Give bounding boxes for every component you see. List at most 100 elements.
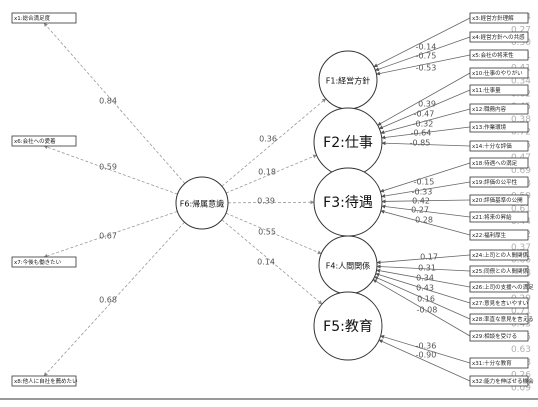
item-box-F3-2	[469, 194, 529, 206]
item-label-F3-0: x18:待遇への満足	[472, 159, 518, 167]
factor-label-F3: F3:待遇	[323, 195, 373, 211]
path-f6-to-F2	[225, 154, 317, 194]
loading-label-x6: 0.59	[99, 163, 117, 172]
path-F4-item-2	[376, 268, 471, 288]
item-label-F3-1: x19:評価の公平性	[472, 178, 518, 186]
path-F3-item-4	[380, 209, 471, 236]
item-box-F2-0	[469, 67, 529, 79]
factor-node-F5	[313, 291, 383, 361]
loading-label-F3-2: 0.42	[412, 197, 430, 206]
edges	[43, 17, 471, 382]
path-f6-to-x7	[43, 211, 178, 258]
loading-label-F4-1: 0.31	[418, 264, 436, 273]
loading-label-F2-0: 0.39	[418, 100, 436, 109]
loading-label-F2-1: -0.47	[414, 110, 435, 119]
error-variance-value: 0.71	[511, 307, 531, 317]
error-variance-value: 0.43	[511, 320, 531, 330]
path-F5-item-0	[380, 334, 471, 364]
item-box-F3-4	[469, 229, 529, 241]
error-variance-value: 0.69	[511, 166, 531, 176]
path-F2-item-3	[381, 126, 471, 140]
item-label-F3-4: x22:福利厚生	[472, 231, 507, 239]
factor-label-F5: F5:教育	[323, 319, 373, 335]
item-box-F2-3	[469, 121, 529, 133]
item-label-F5-1: x32:能力を伸ばせる機会	[472, 377, 534, 385]
path-F2-item-4	[381, 141, 471, 147]
path-F4-item-4	[374, 276, 471, 320]
indicator-box-x1	[11, 12, 77, 24]
coefficient-labels: 0.840.590.670.680.36-0.14-0.75-0.530.180…	[99, 43, 438, 360]
loading-label-F4-2: 0.34	[416, 274, 434, 283]
item-box-F3-0	[469, 157, 529, 169]
path-f6-to-F5	[221, 219, 323, 305]
item-box-F1-0	[469, 12, 529, 24]
loading-label-F1-2: -0.53	[416, 64, 437, 73]
item-label-F4-0: x24:上司との人間関係	[472, 251, 529, 259]
indicator-label-x8: x8:他人に自社を薦めたい	[14, 377, 78, 385]
error-variance-value: 0.09	[511, 384, 531, 394]
factor-label-F4: F4:人間関係	[326, 262, 370, 271]
item-label-F4-5: x29:相談を受ける	[472, 332, 517, 340]
indicator-label-x1: x1:総合満足度	[14, 14, 51, 22]
indicator-box-x7	[11, 256, 77, 268]
path-F2-item-0	[377, 72, 471, 126]
error-variance-value: 0.63	[511, 345, 531, 355]
item-label-F2-0: x10:仕事のやりがい	[472, 69, 523, 77]
item-label-F2-1: x11:仕事量	[472, 86, 501, 94]
item-box-F5-0	[469, 357, 529, 369]
path-coefficient-F4: 0.55	[258, 228, 276, 237]
path-f6-to-F4	[225, 212, 322, 255]
loading-label-F4-5: -0.08	[417, 306, 438, 315]
path-F3-item-1	[381, 181, 471, 198]
path-F1-item-2	[376, 54, 471, 76]
indicator-label-x7: x7:今後も働きたい	[14, 258, 62, 266]
item-box-F4-5	[469, 330, 529, 342]
path-coefficient-F3: 0.39	[257, 197, 275, 206]
item-box-F4-3	[469, 297, 529, 309]
loading-label-F3-3: 0.27	[411, 206, 429, 215]
loading-label-F4-3: 0.43	[416, 284, 434, 293]
path-F3-item-2	[381, 199, 471, 204]
path-F3-item-3	[381, 204, 471, 218]
loading-label-x7: 0.67	[99, 232, 117, 241]
item-box-F4-1	[469, 265, 529, 277]
path-F1-item-0	[373, 17, 471, 68]
item-label-F2-2: x12:職務内容	[472, 105, 507, 113]
loading-label-F3-1: -0.33	[412, 188, 433, 197]
item-box-F4-2	[469, 281, 529, 293]
item-box-F2-2	[469, 103, 529, 115]
path-F4-item-3	[375, 272, 471, 304]
loading-label-F2-2: -0.32	[413, 120, 434, 129]
item-label-F3-3: x21:将来の昇給	[472, 213, 512, 221]
item-label-F4-4: x28:率直な意見を言える	[472, 315, 533, 323]
error-variance-value: 0.38	[511, 115, 531, 125]
path-F4-item-1	[376, 264, 471, 272]
loading-label-F3-4: 0.28	[415, 216, 433, 225]
item-box-F2-4	[469, 140, 529, 152]
path-F3-item-0	[380, 162, 471, 193]
loading-label-x8: 0.68	[99, 296, 117, 305]
path-F4-item-0	[376, 254, 471, 265]
item-label-F1-1: x4:経営方針への共感	[472, 33, 525, 41]
path-coefficient-F1: 0.36	[259, 135, 277, 144]
path-f6-to-x1	[43, 22, 186, 184]
item-label-F5-0: x31:十分な教育	[472, 359, 512, 367]
error-variance-value: 0.37	[511, 243, 531, 253]
path-F4-item-5	[372, 279, 471, 337]
item-box-F3-1	[469, 176, 529, 188]
error-variance-value: 0.30	[511, 38, 531, 48]
loading-label-F1-0: -0.14	[416, 43, 437, 52]
path-F2-item-1	[378, 89, 471, 130]
item-label-F1-0: x3:経営方針理解	[472, 14, 514, 22]
path-coefficient-F5: 0.14	[257, 258, 275, 267]
loading-label-F5-0: -0.36	[416, 342, 437, 351]
item-label-F4-1: x25:同僚との人間関係	[472, 267, 529, 275]
path-F1-item-1	[374, 36, 471, 72]
path-F2-item-2	[380, 108, 471, 135]
error-variance-value: 0.66	[511, 256, 531, 266]
indicator-label-x6: x6:会社への愛着	[14, 137, 56, 145]
loading-label-F3-0: -0.15	[414, 178, 435, 187]
nodes: x1:総合満足度 x6:会社への愛着 x7:今後も働きたい x8:他人に自社を薦めたい…	[11, 12, 534, 387]
